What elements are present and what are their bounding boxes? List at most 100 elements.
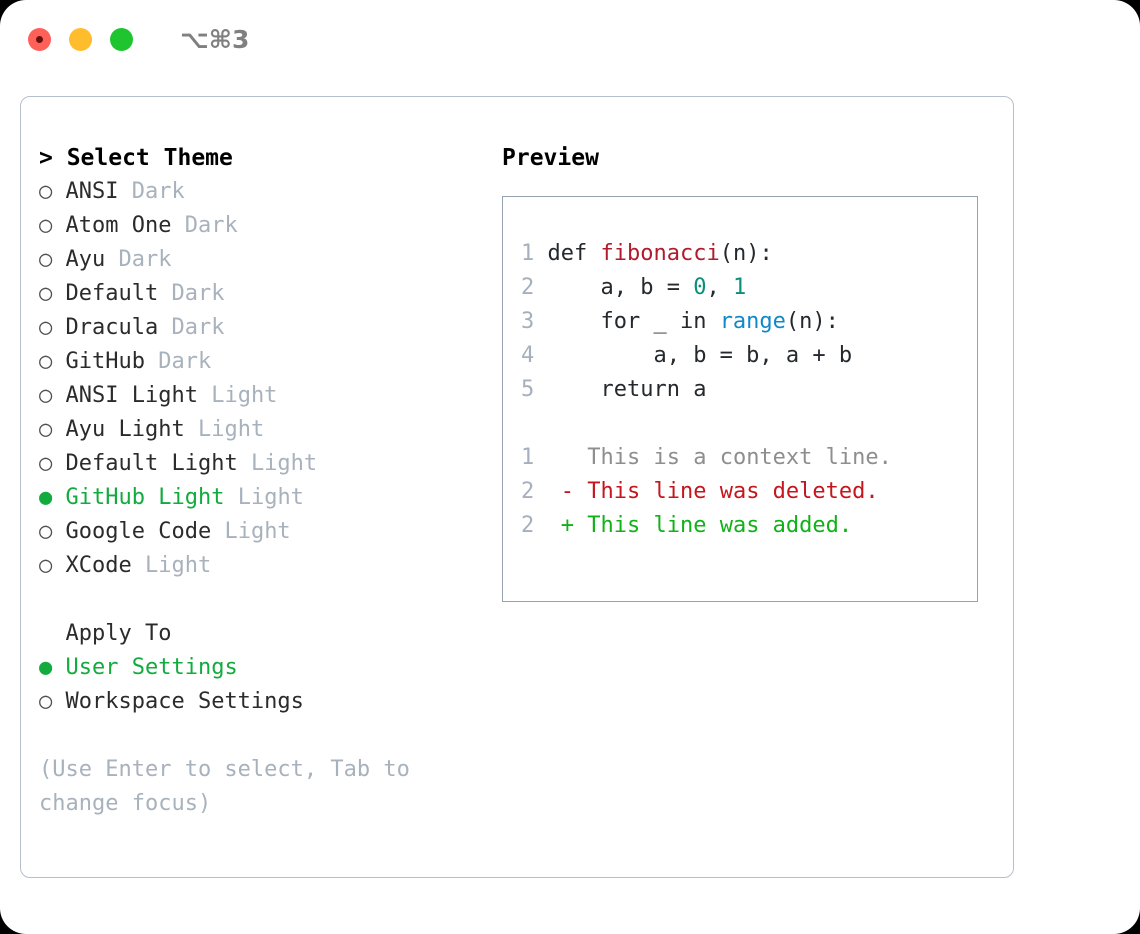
theme-name: XCode <box>65 553 132 578</box>
code-line: 2 a, b = 0, 1 <box>521 271 977 305</box>
spacer <box>52 451 65 476</box>
theme-list-item[interactable]: ○ Google Code Light <box>39 515 489 549</box>
spacer <box>52 179 65 204</box>
radio-unselected-icon[interactable]: ○ <box>39 383 53 408</box>
line-number: 3 <box>521 309 535 334</box>
spacer <box>52 383 65 408</box>
line-number: 2 <box>521 479 535 504</box>
theme-list-item[interactable]: ○ Default Dark <box>39 277 489 311</box>
spacer <box>185 417 198 442</box>
code-token: fibonacci <box>600 241 720 266</box>
apply-to-label: Workspace Settings <box>65 689 304 714</box>
spacer <box>52 349 65 374</box>
spacer <box>52 689 65 714</box>
theme-list-item[interactable]: ○ ANSI Dark <box>39 175 489 209</box>
spacer <box>105 247 118 272</box>
spacer <box>52 417 65 442</box>
diff-text: This is a context line. <box>587 445 892 470</box>
theme-category-tag: Dark <box>184 213 238 238</box>
theme-name: Ayu Light <box>65 417 185 442</box>
code-token: def <box>547 241 601 266</box>
theme-list-item[interactable]: ○ ANSI Light Light <box>39 379 489 413</box>
zoom-button[interactable] <box>110 27 133 51</box>
apply-to-item[interactable]: ● User Settings <box>39 651 489 685</box>
spacer <box>211 519 224 544</box>
theme-category-tag: Dark <box>171 281 225 306</box>
theme-list-item[interactable]: ○ Ayu Light Light <box>39 413 489 447</box>
code-token: a, b = <box>547 275 694 300</box>
radio-selected-icon[interactable]: ● <box>39 485 53 510</box>
theme-list-item[interactable]: ○ GitHub Dark <box>39 345 489 379</box>
code-token: , <box>706 275 733 300</box>
line-number: 5 <box>521 377 535 402</box>
diff-line: 2 + This line was added. <box>521 509 977 543</box>
title-bar: ⌥⌘3 <box>0 0 1140 78</box>
theme-name: Default Light <box>65 451 238 476</box>
theme-name: Google Code <box>65 519 212 544</box>
radio-unselected-icon[interactable]: ○ <box>39 689 53 714</box>
radio-unselected-icon[interactable]: ○ <box>39 417 53 442</box>
theme-list-item[interactable]: ● GitHub Light Light <box>39 481 489 515</box>
window-controls <box>28 27 133 51</box>
code-diff-spacer <box>521 407 977 441</box>
theme-category-tag: Light <box>197 417 265 442</box>
diff-line: 2 - This line was deleted. <box>521 475 977 509</box>
theme-name: Ayu <box>65 247 106 272</box>
theme-list-item[interactable]: ○ XCode Light <box>39 549 489 583</box>
theme-name: GitHub <box>65 349 145 374</box>
minimize-button[interactable] <box>69 27 92 51</box>
spacer <box>52 247 65 272</box>
spacer <box>534 309 547 334</box>
diff-line: 1 This is a context line. <box>521 441 977 475</box>
theme-list[interactable]: ○ ANSI Dark○ Atom One Dark○ Ayu Dark○ De… <box>39 175 489 583</box>
theme-category-tag: Dark <box>131 179 185 204</box>
spacer <box>145 349 158 374</box>
help-hint-text: (Use Enter to select, Tab to change focu… <box>39 757 410 816</box>
select-theme-header: > Select Theme <box>39 145 233 171</box>
radio-unselected-icon[interactable]: ○ <box>39 349 53 374</box>
radio-unselected-icon[interactable]: ○ <box>39 247 53 272</box>
code-line: 5 return a <box>521 373 977 407</box>
radio-unselected-icon[interactable]: ○ <box>39 213 53 238</box>
code-token: return a <box>547 377 707 402</box>
theme-category-tag: Light <box>144 553 212 578</box>
spacer <box>158 315 171 340</box>
line-number: 1 <box>521 241 535 266</box>
code-token: range <box>719 309 786 334</box>
radio-unselected-icon[interactable]: ○ <box>39 179 53 204</box>
spacer <box>52 315 65 340</box>
theme-list-item[interactable]: ○ Atom One Dark <box>39 209 489 243</box>
spacer <box>534 343 547 368</box>
radio-unselected-icon[interactable]: ○ <box>39 281 53 306</box>
diff-marker: - <box>560 479 588 504</box>
radio-unselected-icon[interactable]: ○ <box>39 553 53 578</box>
spacer <box>534 445 561 470</box>
main-panel: > Select Theme ○ ANSI Dark○ Atom One Dar… <box>20 96 1014 878</box>
theme-category-tag: Light <box>237 485 304 510</box>
radio-selected-icon[interactable]: ● <box>39 655 53 680</box>
radio-unselected-icon[interactable]: ○ <box>39 315 53 340</box>
apply-to-list[interactable]: ● User Settings○ Workspace Settings <box>39 651 489 719</box>
theme-name: ANSI Light <box>65 383 198 408</box>
code-token: a, b = b, a + b <box>547 343 853 368</box>
theme-category-tag: Dark <box>118 247 172 272</box>
theme-list-item[interactable]: ○ Default Light Light <box>39 447 489 481</box>
apply-to-item[interactable]: ○ Workspace Settings <box>39 685 489 719</box>
preview-column: Preview 1 def fibonacci (n): 2 a, b = 0, 1… <box>502 141 1002 602</box>
spacer <box>534 275 547 300</box>
close-button[interactable] <box>28 27 51 51</box>
code-token: 0 <box>693 275 707 300</box>
spacer <box>158 281 171 306</box>
theme-list-item[interactable]: ○ Ayu Dark <box>39 243 489 277</box>
apply-to-label: User Settings <box>65 655 238 680</box>
code-token: (n): <box>785 309 839 334</box>
code-token: 1 <box>732 275 747 300</box>
spacer <box>534 513 561 538</box>
radio-unselected-icon[interactable]: ○ <box>39 519 53 544</box>
theme-name: GitHub Light <box>65 485 225 510</box>
spacer <box>52 519 65 544</box>
radio-unselected-icon[interactable]: ○ <box>39 451 53 476</box>
theme-list-item[interactable]: ○ Dracula Dark <box>39 311 489 345</box>
preview-header: Preview <box>502 145 599 171</box>
